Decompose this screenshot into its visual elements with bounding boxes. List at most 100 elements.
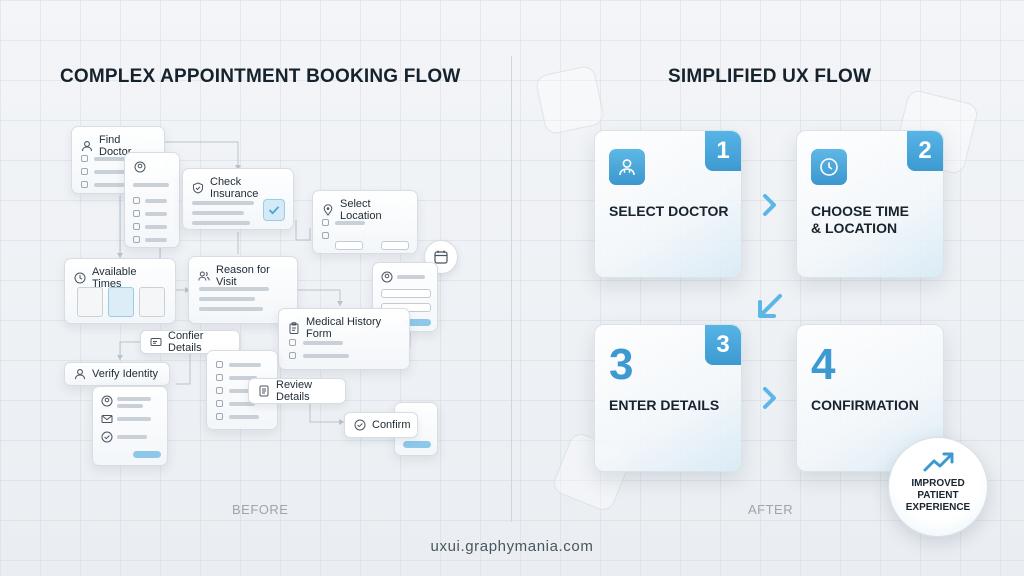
card-title: Find Doctor <box>99 134 132 158</box>
placeholder-line <box>199 297 255 301</box>
placeholder-line <box>94 170 126 174</box>
card-check-insurance: Check Insurance <box>182 168 294 230</box>
card-title: Select Location <box>340 198 382 222</box>
placeholder-line <box>303 354 349 358</box>
placeholder-line <box>117 404 143 408</box>
time-slot-selected <box>108 287 134 317</box>
trend-up-icon <box>923 452 954 472</box>
step-1-card: 1 SELECT DOCTOR <box>594 130 742 278</box>
card-verify-identity-header: Verify Identity <box>64 362 170 386</box>
step-big-number: 3 <box>609 340 634 389</box>
card-review-details: Review Details <box>248 378 346 404</box>
placeholder-line <box>229 376 257 380</box>
card-title: Confier Details <box>168 330 204 354</box>
step-label: SELECT DOCTOR <box>609 203 729 219</box>
id-card-icon <box>150 336 162 348</box>
card-title: Medical History Form <box>306 316 382 340</box>
placeholder-line <box>397 275 425 279</box>
card-available-times: Available Times <box>64 258 176 324</box>
placeholder-line <box>229 363 261 367</box>
step-label: CHOOSE TIME & LOCATION <box>811 203 910 236</box>
placeholder-line <box>145 225 167 229</box>
user-circle-icon <box>381 271 393 283</box>
placeholder-line <box>117 435 147 439</box>
step-number-badge: 3 <box>705 325 741 365</box>
checkbox <box>133 210 140 217</box>
checkbox <box>133 197 140 204</box>
step-label: ENTER DETAILS <box>609 397 720 413</box>
placeholder-line <box>335 221 365 225</box>
calendar-icon <box>434 250 448 264</box>
after-footer-label: AFTER <box>748 502 794 517</box>
decor-shape <box>534 64 606 136</box>
card-medical-history-form: Medical History Form <box>278 308 410 370</box>
card-reason-for-visit: Reason for Visit <box>188 256 298 324</box>
input-field <box>381 241 409 250</box>
time-slot <box>139 287 165 317</box>
checkbox <box>133 223 140 230</box>
checkbox <box>322 219 329 226</box>
submit-pill <box>403 441 431 448</box>
checkbox <box>289 352 296 359</box>
clock-icon <box>811 149 847 185</box>
before-title: COMPLEX APPOINTMENT BOOKING FLOW <box>60 66 461 87</box>
shield-check-icon <box>192 182 204 194</box>
placeholder-line <box>117 417 151 421</box>
checkbox <box>216 361 223 368</box>
doctor-icon <box>609 149 645 185</box>
checkbox <box>81 155 88 162</box>
site-url: uxui.graphymania.com <box>430 538 594 555</box>
step-number-badge: 1 <box>705 131 741 171</box>
checkbox <box>216 413 223 420</box>
submit-pill <box>403 319 431 326</box>
user-circle-icon <box>134 161 146 173</box>
step-label: CONFIRMATION <box>811 397 919 413</box>
card-title: Verify Identity <box>92 368 159 380</box>
card-list-form <box>124 152 180 248</box>
user-icon <box>81 140 93 152</box>
checkbox <box>216 400 223 407</box>
checkbox <box>216 374 223 381</box>
input-field <box>335 241 363 250</box>
placeholder-line <box>192 211 244 215</box>
placeholder-line <box>117 397 151 401</box>
input-field <box>381 289 431 298</box>
placeholder-line <box>145 238 167 242</box>
placeholder-line <box>94 157 134 161</box>
checkbox <box>216 387 223 394</box>
placeholder-line <box>229 402 255 406</box>
card-confier-details: Confier Details <box>140 330 240 354</box>
placeholder-line <box>229 389 259 393</box>
card-verify-identity-body <box>92 386 168 466</box>
card-title: Confirm <box>372 419 411 431</box>
users-icon <box>198 270 210 282</box>
step-number-badge: 2 <box>907 131 943 171</box>
user-icon <box>74 368 86 380</box>
check-circle-icon <box>101 431 113 443</box>
arrow-down-left-icon <box>758 294 782 318</box>
step-big-number: 4 <box>811 340 836 389</box>
check-circle-icon <box>354 419 366 431</box>
placeholder-line <box>145 199 167 203</box>
panel-divider <box>511 56 512 522</box>
clock-icon <box>74 272 86 284</box>
checkbox <box>289 339 296 346</box>
chevron-right-icon <box>763 387 776 409</box>
checkbox <box>81 181 88 188</box>
time-slot <box>77 287 103 317</box>
location-pin-icon <box>322 204 334 216</box>
placeholder-line <box>229 415 259 419</box>
checkbox <box>322 232 329 239</box>
card-confirm: Confirm <box>344 412 418 438</box>
check-icon <box>268 206 280 215</box>
card-title: Check Insurance <box>210 176 259 200</box>
checkbox <box>81 168 88 175</box>
document-list-icon <box>258 385 270 397</box>
placeholder-line <box>192 221 250 225</box>
checked-box <box>263 199 285 221</box>
placeholder-line <box>303 341 343 345</box>
clipboard-icon <box>288 322 300 334</box>
mail-icon <box>101 413 113 425</box>
